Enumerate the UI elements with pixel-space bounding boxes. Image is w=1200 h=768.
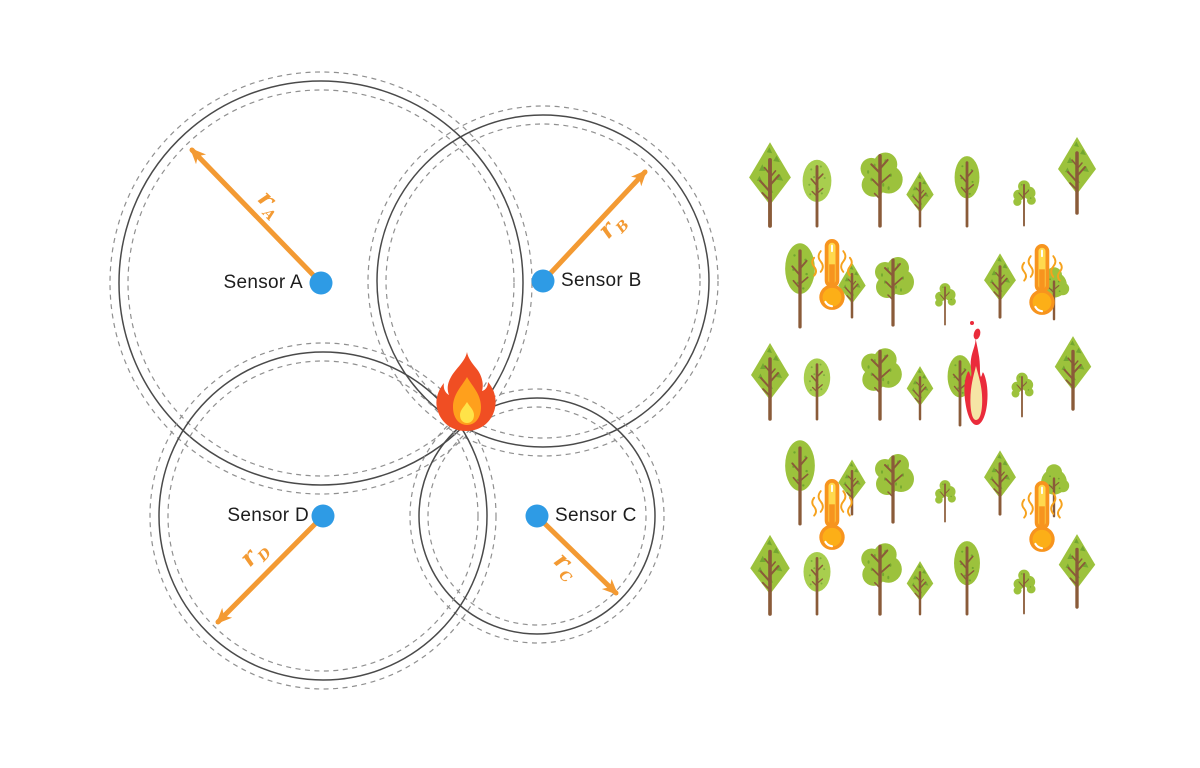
tree-icon — [1012, 179, 1037, 227]
tree-icon — [934, 479, 957, 523]
fire-icon — [436, 352, 496, 431]
tree-icon — [801, 158, 833, 228]
tree-icon — [749, 341, 791, 421]
tree-icon — [783, 241, 817, 329]
tree-icon — [1012, 568, 1037, 615]
sensor-dot-a — [309, 271, 333, 295]
tree-icon — [802, 550, 832, 616]
tree-icon — [953, 154, 981, 228]
tree-icon — [859, 346, 904, 421]
fire-spark-icon — [970, 321, 981, 340]
sensor-range-circle-d — [149, 342, 497, 690]
tree-icon — [1057, 532, 1097, 609]
sensor-b-label: Sensor B — [561, 270, 642, 291]
tree-icon — [747, 140, 793, 228]
sensor-d-label: Sensor D — [227, 505, 309, 526]
radius-arrow-a — [189, 147, 321, 283]
sensor-a-label: Sensor A — [223, 272, 303, 293]
tree-icon — [1010, 371, 1035, 418]
sensor-dot-c — [525, 504, 549, 528]
tree-icon — [873, 452, 916, 524]
sensor-c-label: Sensor C — [555, 505, 637, 526]
tree-icon — [1056, 135, 1098, 215]
forest-illustration — [747, 135, 1098, 616]
sensor-range-circle-c — [409, 388, 665, 644]
tree-icon — [905, 170, 935, 228]
tree-icon — [1053, 334, 1093, 411]
sensor-dot-d — [311, 504, 335, 528]
tree-icon — [905, 364, 935, 421]
tree-icon — [873, 255, 916, 327]
tree-icon — [905, 559, 935, 616]
tree-icon — [837, 458, 867, 516]
tree-icon — [802, 357, 832, 421]
tree-icon — [982, 448, 1018, 516]
tree-icon — [783, 438, 817, 526]
radius-arrow-d — [215, 516, 323, 625]
tree-icon — [934, 282, 957, 326]
sensor-diagram — [109, 71, 719, 690]
tree-icon — [952, 539, 982, 616]
radius-arrow-c — [537, 516, 619, 596]
tree-icon — [859, 541, 904, 616]
tree-icon — [858, 150, 905, 228]
radius-arrow-b — [543, 169, 648, 281]
burning-tree-flame-icon — [964, 336, 988, 425]
tree-icon — [748, 533, 792, 616]
sensor-range-circle-b — [367, 105, 719, 457]
tree-icon — [982, 251, 1018, 319]
sensor-dot-b — [531, 269, 555, 293]
